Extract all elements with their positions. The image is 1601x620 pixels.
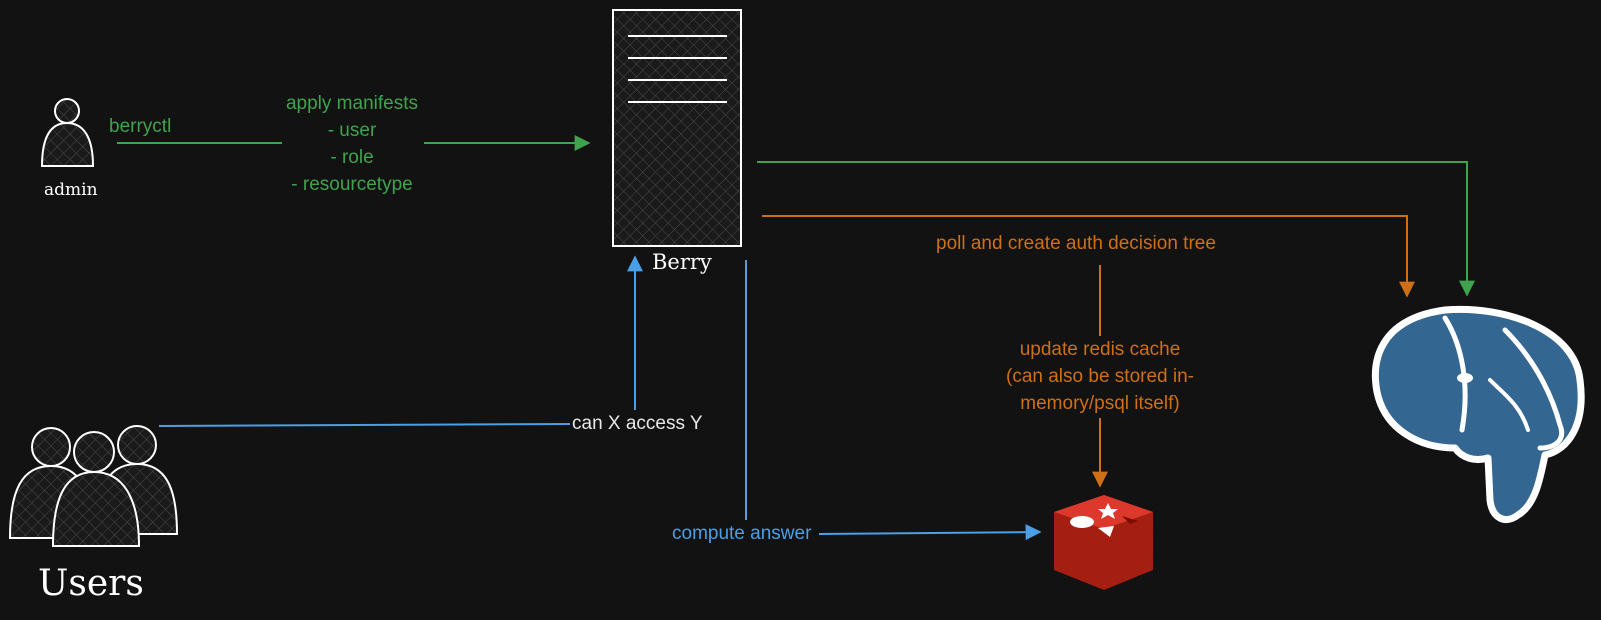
- update-cache-label: update redis cache (can also be stored i…: [990, 336, 1210, 417]
- redis-stack-icon: [1054, 495, 1153, 590]
- users-group-icon: [8, 425, 179, 547]
- berry-to-postgres-poll-arrow: [762, 215, 1415, 298]
- apply-manifests-line-4: - resourcetype: [291, 174, 413, 195]
- poll-label: poll and create auth decision tree: [936, 233, 1216, 254]
- can-access-label: can X access Y: [570, 410, 705, 437]
- apply-manifests-line-2: - user: [327, 120, 377, 141]
- compute-answer-label: compute answer: [670, 520, 814, 547]
- apply-manifests-line-1: apply manifests: [285, 93, 418, 114]
- update-cache-line-1: update redis cache: [1019, 339, 1181, 360]
- berryctl-label: berryctl: [109, 116, 172, 137]
- admin-label: admin: [44, 180, 98, 200]
- update-cache-line-3: memory/psql itself): [1020, 393, 1180, 414]
- apply-manifests-line-3: - role: [330, 147, 374, 168]
- compute-to-redis-arrow: [818, 524, 1042, 541]
- update-cache-line-2: (can also be stored in-: [1006, 366, 1194, 387]
- users-request-line: [158, 423, 573, 427]
- postgresql-elephant-icon: [1371, 305, 1585, 523]
- berry-label: Berry: [652, 250, 712, 274]
- apply-manifests-label: apply manifests - user - role - resource…: [272, 90, 432, 198]
- berry-to-postgres-green-arrow: [757, 161, 1475, 297]
- users-label: Users: [38, 563, 144, 604]
- admin-person-icon: [40, 98, 95, 167]
- berry-server-icon: [612, 9, 742, 247]
